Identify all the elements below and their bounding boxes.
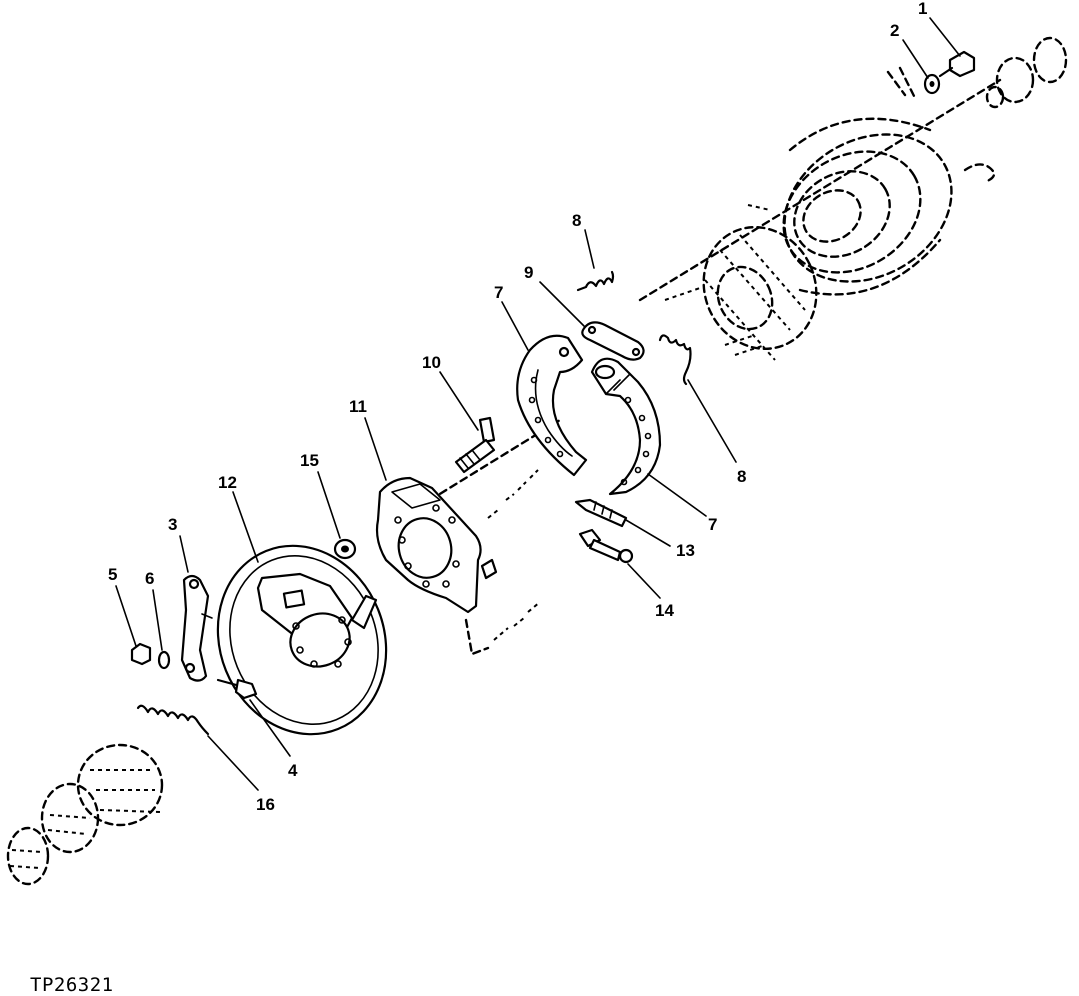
callout-4: 4 [288, 761, 298, 780]
callout-3: 3 [168, 515, 177, 534]
washer-part-15 [333, 538, 357, 560]
callout-14: 14 [655, 601, 674, 620]
adjuster-phantom [464, 469, 541, 656]
callout-13: 13 [676, 541, 695, 560]
backing-plate-part-12 [216, 544, 388, 736]
figure-id: TP26321 [30, 974, 114, 996]
leader-lines [115, 17, 961, 791]
callout-15: 15 [300, 451, 319, 470]
fitting-part-14 [578, 528, 634, 564]
nut-part-5 [130, 642, 152, 666]
brake-shoe-part-7-left [516, 334, 588, 477]
assembly-axis [428, 78, 1002, 502]
callout-7-lower: 7 [708, 515, 717, 534]
spring-part-8-lower [658, 334, 692, 386]
washer-part-6 [157, 650, 171, 670]
drum-hub-phantom [664, 36, 1068, 361]
callout-2: 2 [890, 21, 899, 40]
callout-11: 11 [349, 397, 367, 416]
lever-part-3 [180, 574, 213, 682]
wheel-phantom-lower [6, 743, 164, 886]
anchor-pin-part-10 [454, 416, 496, 474]
backing-bracket-part-11 [375, 476, 498, 614]
callout-labels: 1 2 3 4 5 6 7 7 8 8 9 10 11 12 13 14 15 … [108, 0, 927, 814]
callout-8-upper: 8 [572, 211, 581, 230]
washer-part-2 [923, 73, 941, 95]
callout-6: 6 [145, 569, 154, 588]
spring-part-16 [136, 704, 210, 736]
callout-9: 9 [524, 263, 533, 282]
link-plate-part-9 [581, 321, 645, 361]
brake-shoe-part-7-right [590, 357, 662, 496]
callout-10: 10 [422, 353, 441, 372]
bolt-part-4 [216, 678, 258, 700]
callout-5: 5 [108, 565, 117, 584]
callout-7-upper: 7 [494, 283, 503, 302]
callout-16: 16 [256, 795, 275, 814]
callout-12: 12 [218, 473, 237, 492]
callout-8-lower: 8 [737, 467, 746, 486]
bolt-part-1 [938, 50, 976, 78]
callout-1: 1 [918, 0, 927, 18]
spring-part-8-upper [576, 270, 615, 292]
adjuster-screw-part-13 [574, 498, 628, 528]
